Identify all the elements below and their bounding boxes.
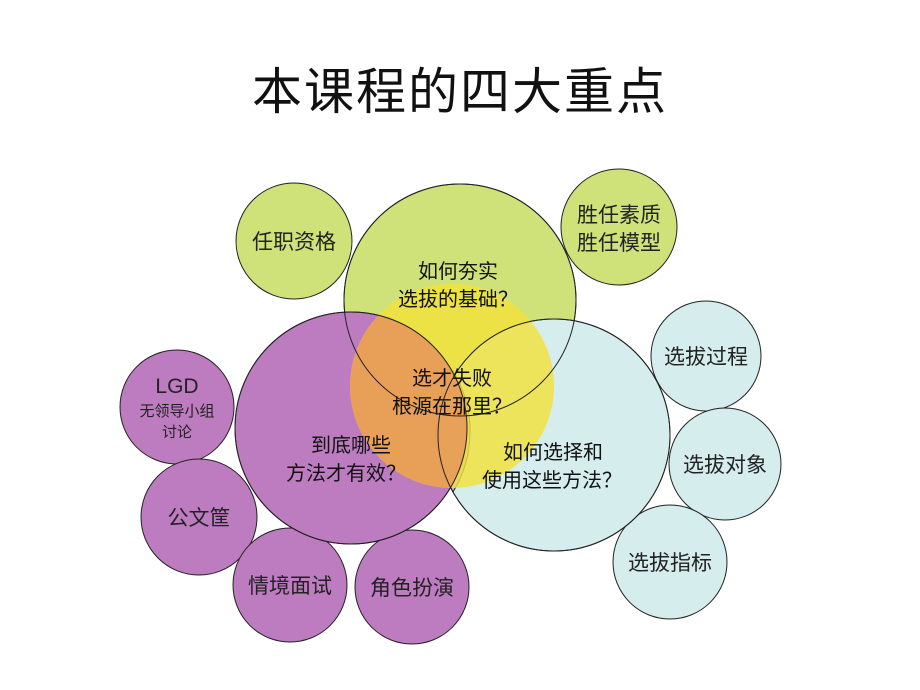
left-label-line1: 到底哪些 bbox=[311, 433, 391, 457]
overlap-center-left bbox=[350, 312, 467, 488]
outline-left bbox=[234, 311, 468, 545]
left-label-line2: 方法才有效？ bbox=[286, 461, 406, 485]
top-label-line2: 选拔的基础？ bbox=[398, 287, 518, 311]
situational-label: 情境面试 bbox=[248, 574, 332, 598]
indicator-label: 选拔指标 bbox=[628, 551, 712, 575]
inbasket-label: 公文筐 bbox=[168, 506, 231, 530]
circle-job-qualification bbox=[235, 182, 353, 300]
competency-label-line1: 胜任素质 bbox=[577, 203, 661, 227]
outline-top bbox=[343, 183, 577, 417]
process-label: 选拔过程 bbox=[664, 345, 748, 369]
circle-situational bbox=[232, 527, 348, 643]
target-label: 选拔对象 bbox=[683, 453, 767, 477]
center-label-line1: 选才失败 bbox=[412, 366, 492, 390]
top-label-line1: 如何夯实 bbox=[418, 259, 498, 283]
job-qualification-label: 任职资格 bbox=[252, 230, 336, 254]
competency-label-line2: 胜任模型 bbox=[577, 231, 661, 255]
center-label-line2: 根源在那里？ bbox=[392, 394, 512, 418]
circle-roleplay bbox=[354, 529, 470, 645]
circle-target bbox=[668, 407, 782, 521]
circle-competency bbox=[560, 168, 678, 286]
lgd-label-line3: 讨论 bbox=[162, 423, 192, 441]
page-title: 本课程的四大重点 bbox=[252, 63, 668, 121]
lgd-label-line2: 无领导小组 bbox=[139, 402, 214, 420]
right-label-line1: 如何选择和 bbox=[503, 440, 603, 464]
circle-indicator bbox=[612, 504, 728, 620]
right-label-line2: 使用这些方法？ bbox=[482, 468, 622, 492]
outline-right bbox=[437, 318, 671, 552]
circle-inbasket bbox=[140, 458, 258, 576]
roleplay-label: 角色扮演 bbox=[370, 576, 454, 600]
lgd-label-line1: LGD bbox=[155, 375, 198, 398]
